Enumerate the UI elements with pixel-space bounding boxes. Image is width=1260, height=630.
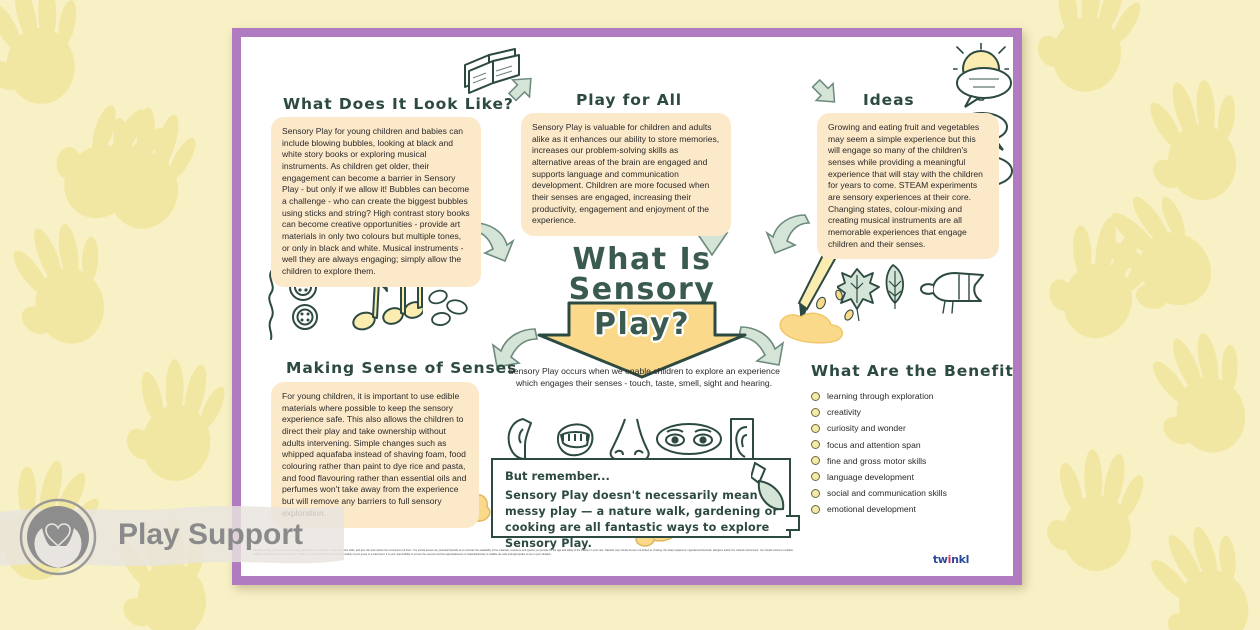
squeezing-hand-icon — [919, 263, 985, 315]
benefits-heading: What Are the Benefits? — [811, 362, 1013, 380]
center-title-block: What Is Sensory Play? — [497, 245, 787, 379]
benefit-item: emotional development — [811, 504, 1013, 514]
green-arrow-icon — [489, 325, 539, 371]
benefits-block: What Are the Benefits? learning through … — [811, 362, 1013, 521]
bullet-circle-icon — [811, 407, 820, 417]
benefit-item: social and communication skills — [811, 488, 1013, 498]
benefit-item: creativity — [811, 407, 1013, 417]
hands-heart-logo — [19, 498, 97, 576]
trowel-icon — [751, 461, 803, 517]
play-support-watermark: Play Support — [0, 498, 352, 576]
green-arrow-icon — [506, 72, 536, 102]
section-heading-ideas: Ideas — [863, 91, 915, 109]
section-card-ideas: Growing and eating fruit and vegetables … — [817, 113, 999, 260]
bullet-circle-icon — [811, 423, 820, 433]
green-arrow-icon — [737, 323, 787, 369]
section-heading-making-sense-of-senses: Making Sense of Senses — [286, 359, 518, 377]
poster-footer: Disclaimer: Play experiences offer excit… — [241, 536, 1013, 576]
green-arrow-icon — [765, 209, 811, 255]
poster-content: What Does It Look Like? Sensory Play for… — [241, 37, 1013, 576]
remember-body: Sensory Play doesn't necessarily mean me… — [505, 489, 779, 550]
bullet-circle-icon — [811, 391, 820, 401]
benefit-label: focus and attention span — [827, 439, 921, 450]
bullet-circle-icon — [811, 504, 820, 514]
bullet-circle-icon — [811, 472, 820, 482]
benefit-item: fine and gross motor skills — [811, 456, 1013, 466]
bullet-circle-icon — [811, 456, 820, 466]
bullet-circle-icon — [811, 440, 820, 450]
pebbles-icon — [426, 285, 472, 331]
bullet-circle-icon — [811, 488, 820, 498]
section-card-what-does-it-look-like: Sensory Play for young children and babi… — [271, 117, 481, 287]
callout-tail — [786, 515, 800, 531]
benefit-item: curiosity and wonder — [811, 423, 1013, 433]
benefit-label: social and communication skills — [827, 488, 947, 499]
open-book-icon — [459, 47, 529, 107]
disclaimer-text: Disclaimer: Play experiences offer excit… — [253, 549, 793, 556]
center-title-line-2: Play? — [593, 307, 691, 342]
watermark-label: Play Support — [118, 518, 304, 551]
benefit-label: creativity — [827, 407, 861, 418]
down-arrow-shape: Play? — [497, 301, 787, 379]
benefit-item: language development — [811, 472, 1013, 482]
poster-sheet: What Does It Look Like? Sensory Play for… — [232, 28, 1022, 585]
green-arrow-icon — [811, 77, 841, 107]
remember-callout-box: But remember... Sensory Play doesn't nec… — [491, 458, 800, 550]
twinkl-logo: twinkl — [919, 544, 983, 576]
twinkl-label: twinkl — [932, 553, 970, 566]
benefit-item: focus and attention span — [811, 440, 1013, 450]
section-heading-play-for-all: Play for All — [576, 91, 683, 109]
benefit-label: learning through exploration — [827, 391, 934, 401]
benefit-item: learning through exploration — [811, 391, 1013, 401]
benefit-label: curiosity and wonder — [827, 423, 906, 434]
section-card-making-sense-of-senses: For young children, it is important to u… — [271, 382, 479, 529]
remember-heading: But remember... — [505, 469, 610, 483]
benefit-label: emotional development — [827, 504, 916, 515]
leaves-icon — [837, 263, 913, 323]
benefit-label: language development — [827, 471, 914, 482]
section-card-play-for-all: Sensory Play is valuable for children an… — [521, 113, 731, 236]
center-caption: Sensory Play occurs when we enable child… — [508, 366, 780, 389]
benefit-label: fine and gross motor skills — [827, 455, 927, 466]
section-heading-what-does-it-look-like: What Does It Look Like? — [283, 95, 514, 113]
twinkl-wordmark: twinkl — [919, 553, 983, 566]
center-title-line-1: What Is Sensory — [568, 242, 716, 307]
senses-icon-row — [503, 415, 757, 467]
